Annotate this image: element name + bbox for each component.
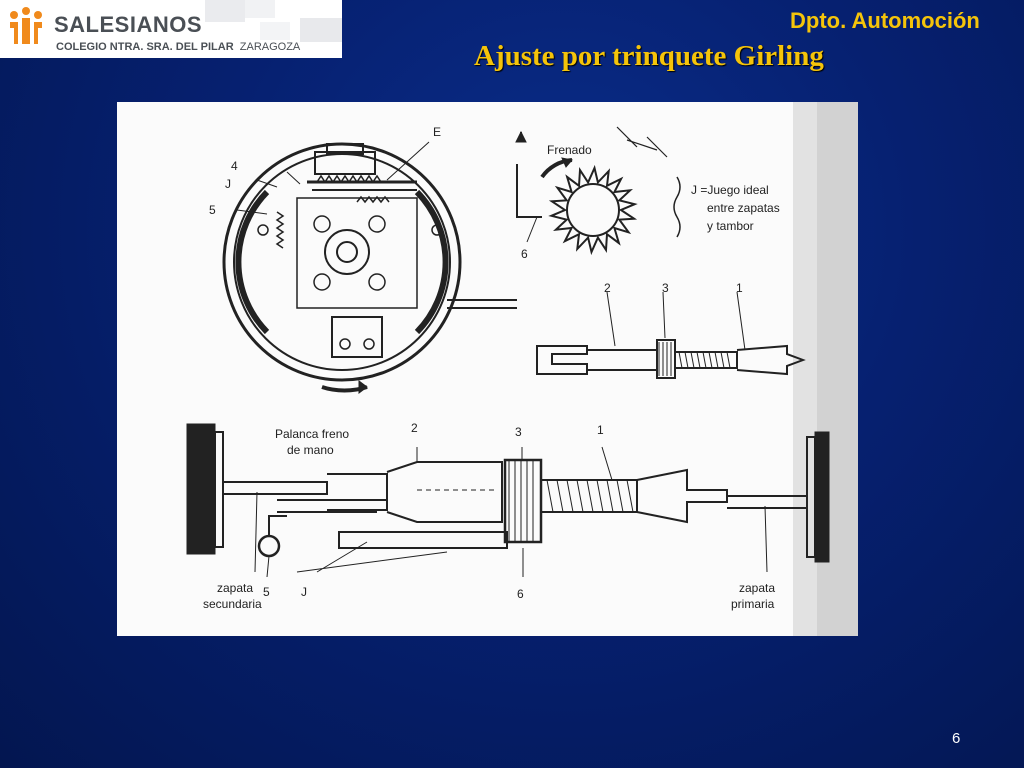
label-5-bottom: 5 [263,585,270,599]
label-1-top: 1 [736,281,743,295]
school-logo: SALESIANOS COLEGIO NTRA. SRA. DEL PILAR … [0,0,342,58]
adjuster-assembly-full [186,423,830,578]
diagram-drawing: E 4 J 5 Frenado J =Juego ideal entre zap… [186,102,858,636]
drum-brake-assembly [222,141,517,394]
label-j-legend-1: J =Juego ideal [691,183,769,197]
label-6-bottom: 6 [517,587,524,601]
label-frenado: Frenado [547,143,592,157]
logo-pixel-block [300,18,342,42]
label-zapata-secundaria-2: secundaria [203,597,262,611]
label-2-top: 2 [604,281,611,295]
logo-pixel-block [205,0,245,22]
logo-pixel-block [245,0,275,18]
label-e: E [433,125,441,139]
school-subtitle: COLEGIO NTRA. SRA. DEL PILAR ZARAGOZA [56,41,301,53]
label-2-bottom: 2 [411,421,418,435]
label-3-bottom: 3 [515,425,522,439]
page-number: 6 [952,730,961,747]
girling-ratchet-diagram: E 4 J 5 Frenado J =Juego ideal entre zap… [117,102,858,636]
label-palanca-2: de mano [287,443,334,457]
label-palanca-1: Palanca freno [275,427,349,441]
label-3-top: 3 [662,281,669,295]
adjuster-strut-small [536,291,806,379]
ratchet-wheel-detail [515,126,681,256]
school-name: SALESIANOS [54,12,203,37]
slide-title: Ajuste por trinquete Girling [474,40,824,72]
label-4: 4 [231,159,238,173]
label-1-bottom: 1 [597,423,604,437]
label-j-legend-3: y tambor [707,219,754,233]
logo-pixel-block [260,22,290,40]
label-5-top: 5 [209,203,216,217]
department-label: Dpto. Automoción [790,8,980,33]
label-zapata-primaria-1: zapata [739,581,775,595]
label-zapata-primaria-2: primaria [731,597,775,611]
label-6-top: 6 [521,247,528,261]
label-j-legend-2: entre zapatas [707,201,780,215]
label-j-bottom: J [301,585,307,599]
label-zapata-secundaria-1: zapata [217,581,253,595]
salesianos-emblem-icon [10,7,42,44]
label-j-top: J [225,177,231,191]
